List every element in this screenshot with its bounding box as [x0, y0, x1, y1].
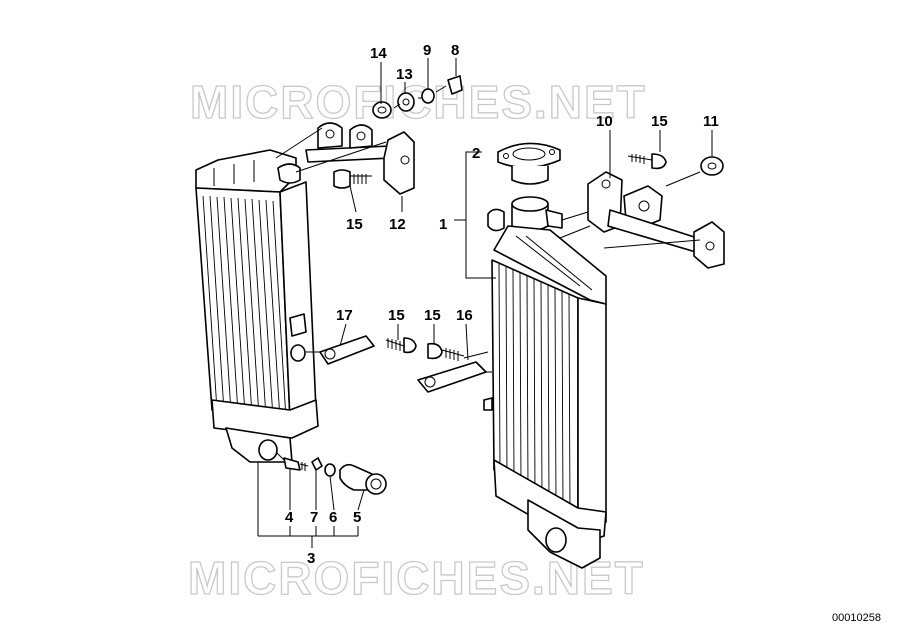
document-id: 00010258 — [832, 612, 881, 624]
callout-14: 14 — [370, 45, 387, 62]
left-radiator — [195, 149, 319, 463]
top-hardware — [372, 75, 463, 119]
callout-11: 11 — [703, 113, 719, 130]
callout-15-left: 15 — [346, 216, 363, 233]
leader-lines — [257, 58, 713, 548]
watermark-top: MICROFICHES.NET — [190, 76, 647, 128]
bracket-upper-right — [587, 153, 725, 269]
callout-3: 3 — [307, 550, 315, 567]
callout-13: 13 — [396, 66, 413, 83]
drain-hardware — [283, 457, 387, 495]
callout-6: 6 — [329, 509, 337, 526]
callout-12: 12 — [389, 216, 406, 233]
callout-10: 10 — [596, 113, 613, 130]
right-radiator — [483, 196, 607, 569]
callout-15-top: 15 — [651, 113, 668, 130]
mid-hardware — [319, 335, 487, 393]
callout-7: 7 — [310, 509, 318, 526]
connection-lines — [275, 85, 701, 461]
bracket-upper-left — [305, 122, 415, 195]
callout-16: 16 — [456, 307, 473, 324]
callout-numbers: 14 13 9 8 2 10 15 11 15 12 1 17 15 15 16… — [285, 42, 719, 567]
callout-4: 4 — [285, 509, 294, 526]
callout-17: 17 — [336, 307, 353, 324]
callout-9: 9 — [423, 42, 431, 59]
callout-8: 8 — [451, 42, 459, 59]
callout-5: 5 — [353, 509, 361, 526]
callout-2: 2 — [472, 145, 480, 162]
callout-1: 1 — [439, 216, 447, 233]
radiator-cap — [497, 142, 561, 185]
callout-15-mid-a: 15 — [388, 307, 405, 324]
callout-15-mid-b: 15 — [424, 307, 441, 324]
